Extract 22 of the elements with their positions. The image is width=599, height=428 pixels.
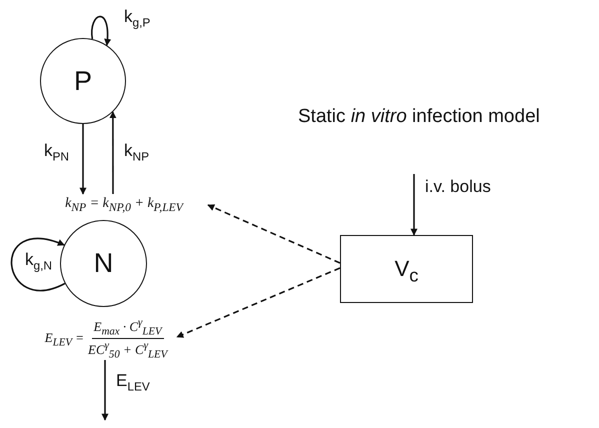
edge-label: E$_{LEV}$ bbox=[116, 372, 150, 391]
arrow bbox=[109, 111, 116, 194]
arrow bbox=[410, 174, 418, 236]
dashed-arrow bbox=[207, 204, 340, 264]
compartment-box bbox=[340, 235, 473, 303]
compartment-circle bbox=[40, 38, 126, 124]
edge-label: k$_{NP}$ bbox=[124, 142, 150, 161]
diagram-title: Static in vitro infection model bbox=[298, 106, 540, 128]
equation-term: E$_{LEV}$ = bbox=[44, 330, 84, 346]
compartment-label: N bbox=[94, 248, 114, 279]
arrow bbox=[102, 360, 108, 421]
edge-label: k$_{g,P}$ bbox=[124, 8, 150, 27]
compartment-circle bbox=[60, 220, 147, 307]
dashed-arrow bbox=[176, 267, 340, 338]
loop-arrow bbox=[10, 238, 66, 292]
arrow bbox=[80, 124, 86, 195]
equation: k$_{NP}$ = k$_{NP,0}$ + k$_{P,LEV}$ bbox=[65, 196, 183, 212]
edge-label: k$_{PN}$ bbox=[44, 142, 70, 161]
compartment-label: P bbox=[74, 66, 92, 96]
compartment-label: V$_{c}$ bbox=[394, 256, 418, 282]
edge-label: k$_{g,N}$ bbox=[25, 251, 52, 270]
loop-arrow bbox=[91, 16, 111, 46]
